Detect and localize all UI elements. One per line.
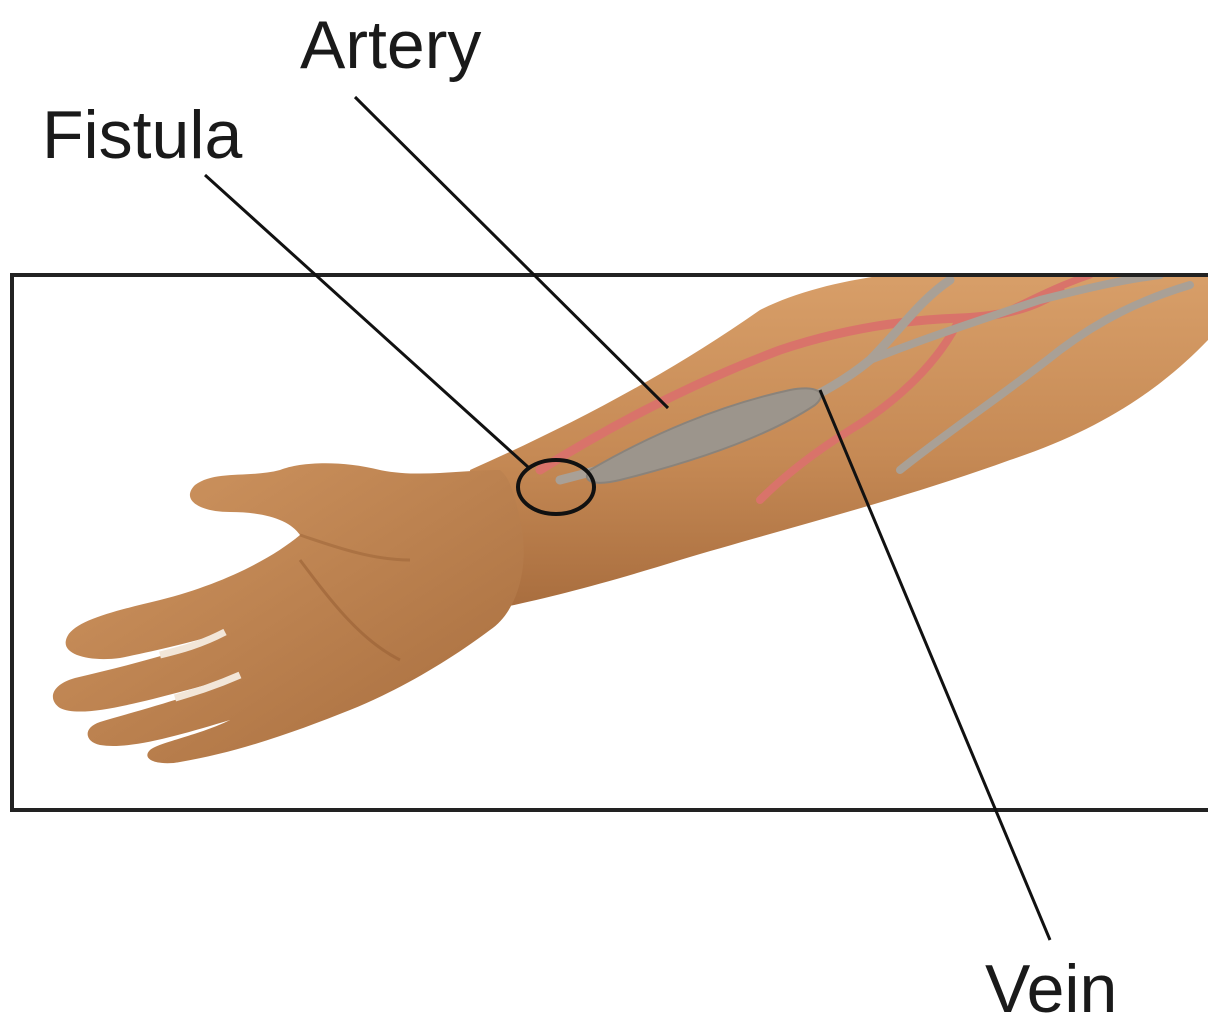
artery-leader-line — [355, 97, 668, 408]
hand — [53, 463, 524, 763]
fistula-label: Fistula — [42, 97, 242, 173]
vein-label: Vein — [985, 951, 1117, 1021]
artery-label: Artery — [300, 7, 481, 83]
arm-illustration — [53, 262, 1208, 763]
